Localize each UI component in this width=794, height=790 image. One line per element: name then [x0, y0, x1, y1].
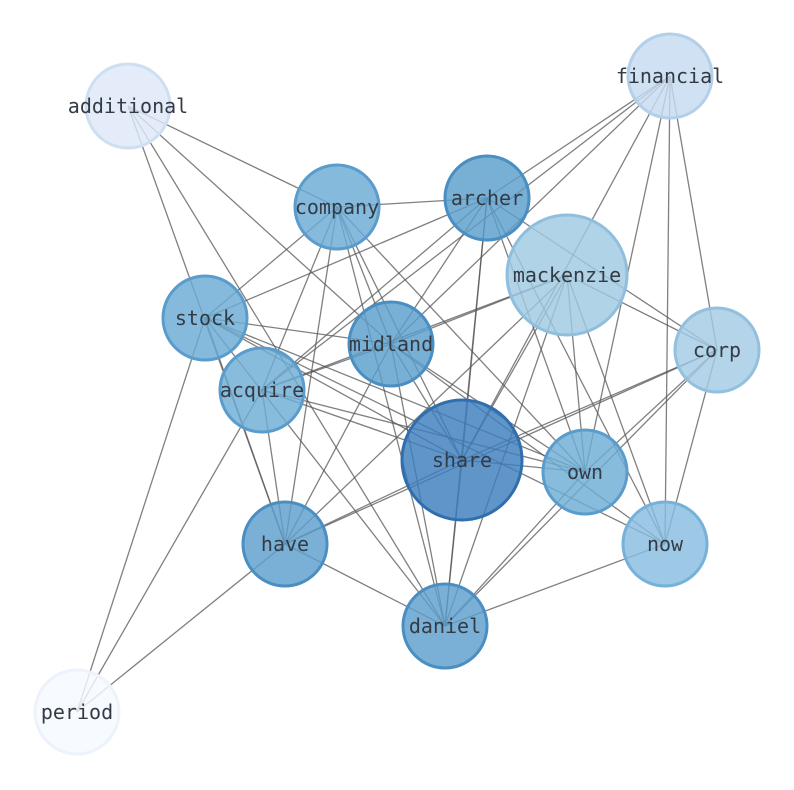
edge-have-period [76, 543, 286, 713]
edge-midland-financial [390, 75, 671, 345]
edge-acquire-period [76, 389, 263, 713]
edge-financial-corp [669, 75, 718, 351]
node-label-midland: midland [349, 332, 433, 356]
node-financial: financial [616, 32, 724, 120]
node-circle-period [33, 668, 121, 756]
node-circle-acquire [218, 346, 306, 434]
node-label-corp: corp [693, 338, 741, 362]
node-label-additional: additional [68, 94, 188, 118]
node-circle-daniel [401, 582, 489, 670]
node-additional: additional [68, 62, 188, 150]
node-label-archer: archer [451, 186, 523, 210]
node-corp: corp [673, 306, 761, 394]
node-label-financial: financial [616, 64, 724, 88]
node-company: company [293, 163, 381, 251]
nodes-layer: share archer midland daniel have company stock… [33, 32, 761, 756]
node-circle-additional [84, 62, 172, 150]
node-label-share: share [432, 448, 492, 472]
edges-layer [76, 75, 718, 713]
node-circle-financial [626, 32, 714, 120]
edge-stock-period [76, 317, 206, 713]
node-circle-mackenzie [505, 213, 629, 337]
node-label-daniel: daniel [409, 614, 481, 638]
node-now: now [621, 500, 709, 588]
edge-archer-own [486, 197, 586, 473]
node-circle-company [293, 163, 381, 251]
node-label-now: now [647, 532, 684, 556]
edge-midland-now [390, 343, 666, 545]
edge-company-own [336, 206, 586, 473]
node-circle-stock [161, 274, 249, 362]
node-label-acquire: acquire [220, 378, 304, 402]
edge-daniel-company [336, 206, 446, 627]
edge-have-company [284, 206, 338, 545]
node-archer: archer [443, 154, 531, 242]
node-midland: midland [347, 300, 435, 388]
node-circle-archer [443, 154, 531, 242]
edge-archer-stock [204, 197, 488, 319]
node-label-have: have [261, 532, 309, 556]
node-share: share [400, 398, 524, 522]
node-have: have [241, 500, 329, 588]
node-label-mackenzie: mackenzie [513, 263, 621, 287]
node-own: own [541, 428, 629, 516]
node-circle-own [541, 428, 629, 516]
node-circle-midland [347, 300, 435, 388]
node-mackenzie: mackenzie [505, 213, 629, 337]
node-label-period: period [41, 700, 113, 724]
node-stock: stock [161, 274, 249, 362]
edge-now-financial [664, 75, 671, 545]
edge-archer-acquire [261, 197, 488, 391]
node-circle-now [621, 500, 709, 588]
node-circle-corp [673, 306, 761, 394]
node-acquire: acquire [218, 346, 306, 434]
node-label-own: own [567, 460, 603, 484]
node-circle-share [400, 398, 524, 522]
node-label-stock: stock [175, 306, 235, 330]
node-period: period [33, 668, 121, 756]
node-circle-have [241, 500, 329, 588]
edge-midland-additional [127, 105, 392, 345]
node-daniel: daniel [401, 582, 489, 670]
node-label-company: company [295, 195, 379, 219]
edge-have-mackenzie [284, 274, 568, 545]
